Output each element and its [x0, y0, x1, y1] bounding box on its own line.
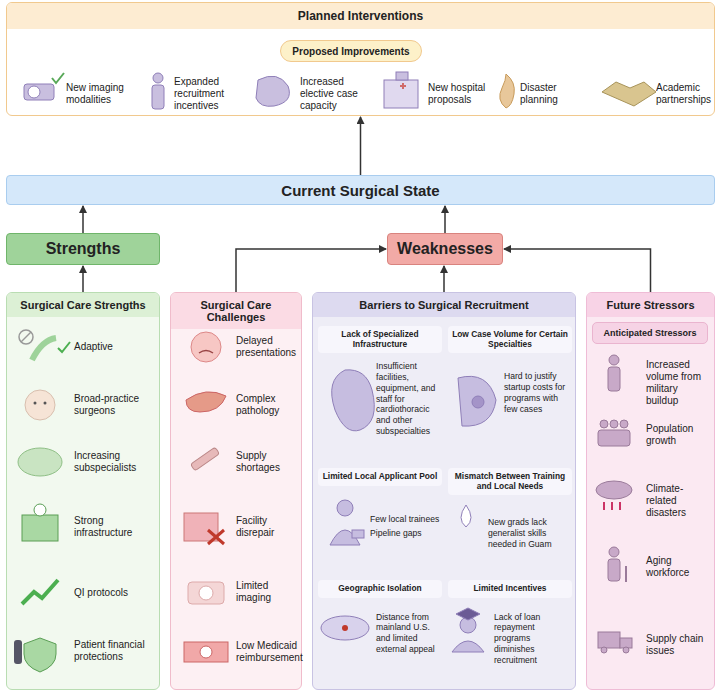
item-node: Increased volume from military buildup [646, 358, 712, 407]
item-node: Low Medicaid reimbursement [236, 637, 300, 667]
sub-node: Geographic IsolationDistance from mainla… [318, 580, 442, 684]
panel-node: Planned InterventionsProposed Improvemen… [6, 2, 715, 116]
item-node: Increasing subspecialists [74, 447, 156, 477]
item-node: Academic partnerships [656, 76, 712, 112]
item-label: Increased elective case capacity [300, 76, 372, 112]
sub-heading: Limited Incentives [448, 580, 572, 598]
sub-body: Insufficient facilities, equipment, and … [376, 361, 440, 436]
connector-arrow [444, 206, 446, 233]
item-label: Low Medicaid reimbursement [236, 640, 300, 664]
band-node: Strengths [6, 233, 160, 265]
item-node: QI protocols [74, 578, 156, 608]
band-node: Weaknesses [387, 233, 503, 265]
item-node: Supply chain issues [646, 630, 712, 660]
connector-arrow [82, 266, 84, 292]
item-label: QI protocols [74, 587, 156, 599]
item-node: Aging workforce [646, 552, 712, 582]
sub-node: Lack of Specialized InfrastructureInsuff… [318, 326, 442, 458]
item-node: Patient financial protections [74, 636, 156, 666]
item-node: Limited imaging [236, 577, 300, 607]
panel-node: Barriers to Surgical RecruitmentLack of … [312, 292, 576, 690]
item-node: Population growth [646, 420, 712, 450]
item-label: Strong infrastructure [74, 515, 156, 539]
item-label: Broad-practice surgeons [74, 393, 156, 417]
item-node: Broad-practice surgeons [74, 390, 156, 420]
item-label: Patient financial protections [74, 639, 156, 663]
pill-label: Anticipated Stressors [593, 328, 707, 338]
sub-body: Hard to justify startup costs for progra… [504, 371, 570, 414]
item-label: Increased volume from military buildup [646, 359, 712, 407]
sub-node: Low Case Volume for Certain SpecialtiesH… [448, 326, 572, 458]
item-label: Academic partnerships [656, 82, 712, 106]
item-node: Disaster planning [520, 76, 582, 112]
connector-arrow [443, 266, 445, 292]
item-label: Limited imaging [236, 580, 300, 604]
item-label: Climate-related disasters [646, 483, 712, 519]
sub-node: Limited Local Applicant PoolFew local tr… [318, 468, 442, 572]
item-label: Supply shortages [236, 450, 300, 474]
item-label: Increasing subspecialists [74, 450, 156, 474]
panel-title: Surgical Care Challenges [171, 293, 301, 329]
sub-body: Few local trainees [370, 514, 440, 525]
connector-arrow [360, 117, 362, 175]
item-label: Delayed presentations [236, 335, 300, 359]
band-label: Current Surgical State [7, 182, 714, 199]
sub-node: Limited IncentivesLack of loan repayment… [448, 580, 572, 684]
panel-title: Barriers to Surgical Recruitment [313, 293, 575, 317]
sub-heading: Limited Local Applicant Pool [318, 468, 442, 486]
item-node: Complex pathology [236, 390, 300, 420]
item-node: Strong infrastructure [74, 512, 156, 542]
connector-arrow [236, 249, 386, 292]
panel-title: Surgical Care Strengths [7, 293, 159, 317]
item-node: Climate-related disasters [646, 482, 712, 519]
item-node: New hospital proposals [428, 76, 490, 112]
item-node: Adaptive [74, 332, 156, 362]
pill-label: Proposed Improvements [281, 46, 421, 57]
pill-node: Proposed Improvements [280, 40, 422, 62]
item-label: Adaptive [74, 341, 156, 353]
panel-node: Future StressorsAnticipated StressorsInc… [586, 292, 715, 690]
sub-body: Pipeline gaps [370, 528, 440, 539]
item-label: Aging workforce [646, 555, 712, 579]
sub-body: Distance from mainland U.S. and limited … [376, 612, 440, 655]
panel-node: Surgical Care ChallengesDelayed presenta… [170, 292, 302, 690]
sub-heading: Lack of Specialized Infrastructure [318, 326, 442, 353]
item-node: New imaging modalities [66, 76, 126, 112]
connector-arrow [504, 249, 651, 292]
item-node: Delayed presentations [236, 332, 300, 362]
connector-arrow [82, 206, 84, 233]
sub-heading: Low Case Volume for Certain Specialties [448, 326, 572, 353]
panel-title: Planned Interventions [7, 3, 714, 29]
item-label: New hospital proposals [428, 82, 490, 106]
sub-body: Lack of loan repayment programs diminish… [494, 612, 570, 666]
item-node: Facility disrepair [236, 512, 300, 542]
item-label: New imaging modalities [66, 82, 126, 106]
sub-node: Mismatch Between Training and Local Need… [448, 468, 572, 572]
pill-node: Anticipated Stressors [592, 322, 708, 344]
panel-node: Surgical Care StrengthsAdaptiveBroad-pra… [6, 292, 160, 690]
item-label: Population growth [646, 423, 712, 447]
item-node: Increased elective case capacity [300, 76, 372, 112]
item-node: Supply shortages [236, 447, 300, 477]
sub-body: New grads lack generalist skills needed … [488, 517, 570, 549]
band-label: Weaknesses [388, 240, 502, 258]
item-label: Supply chain issues [646, 633, 712, 657]
sub-heading: Mismatch Between Training and Local Need… [448, 468, 572, 495]
item-label: Expanded recruitment incentives [174, 76, 242, 112]
item-label: Complex pathology [236, 393, 300, 417]
sub-heading: Geographic Isolation [318, 580, 442, 598]
item-label: Disaster planning [520, 82, 582, 106]
band-label: Strengths [7, 240, 159, 258]
band-node: Current Surgical State [6, 175, 715, 205]
item-label: Facility disrepair [236, 515, 300, 539]
item-node: Expanded recruitment incentives [174, 76, 242, 112]
panel-title: Future Stressors [587, 293, 714, 317]
